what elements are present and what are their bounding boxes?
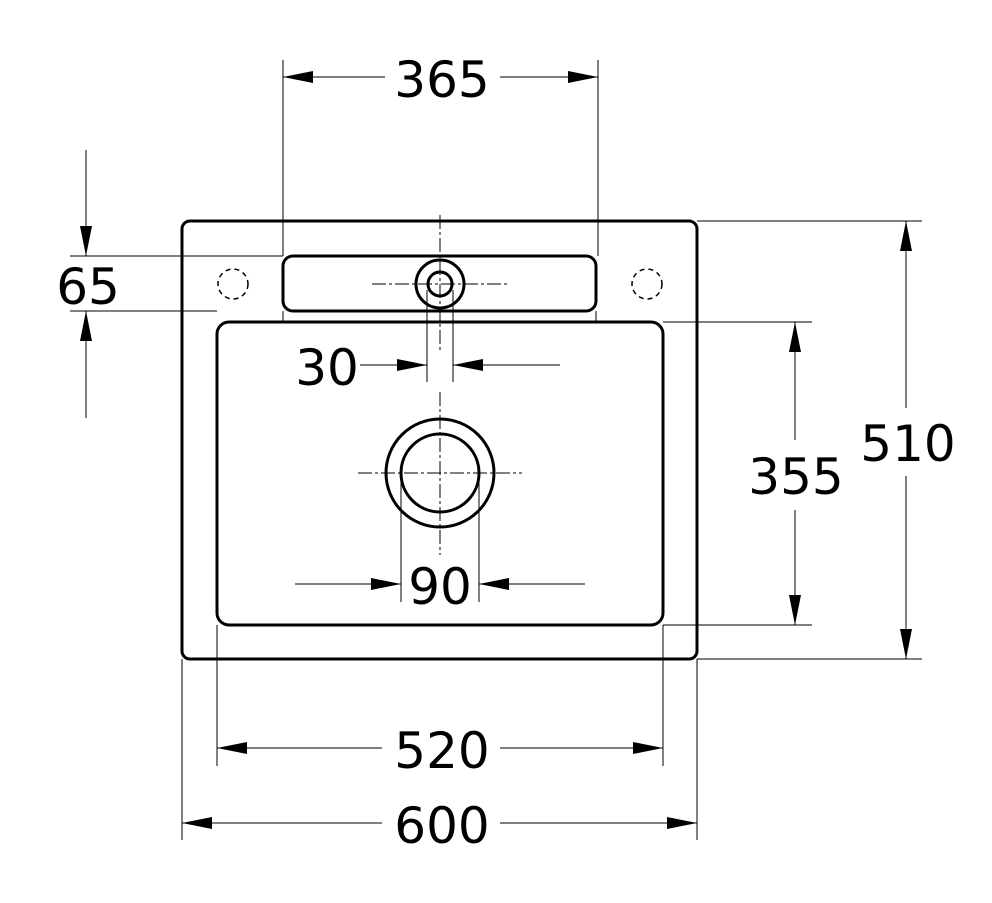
dimension-label: 510	[860, 415, 955, 473]
dimension-90: 90	[295, 473, 585, 616]
dimension-label: 65	[56, 258, 120, 316]
dimension-600: 600	[181, 659, 698, 855]
dimension-label: 90	[408, 558, 472, 616]
bowl-outline	[215, 320, 665, 627]
dimension-label: 30	[295, 339, 359, 397]
dimension-30: 30	[295, 290, 560, 397]
dimension-355: 355	[663, 321, 844, 626]
optional-hole-left	[217, 268, 249, 300]
dimension-365: 365	[282, 51, 599, 256]
dimension-520: 520	[216, 625, 664, 780]
dimension-510: 510	[697, 220, 956, 660]
dimension-label: 520	[394, 722, 489, 780]
optional-hole-right	[631, 268, 663, 300]
dimension-label: 600	[394, 797, 489, 855]
dimension-65: 65	[56, 150, 283, 418]
dimension-label: 365	[394, 51, 489, 109]
dimension-label: 355	[748, 448, 843, 506]
